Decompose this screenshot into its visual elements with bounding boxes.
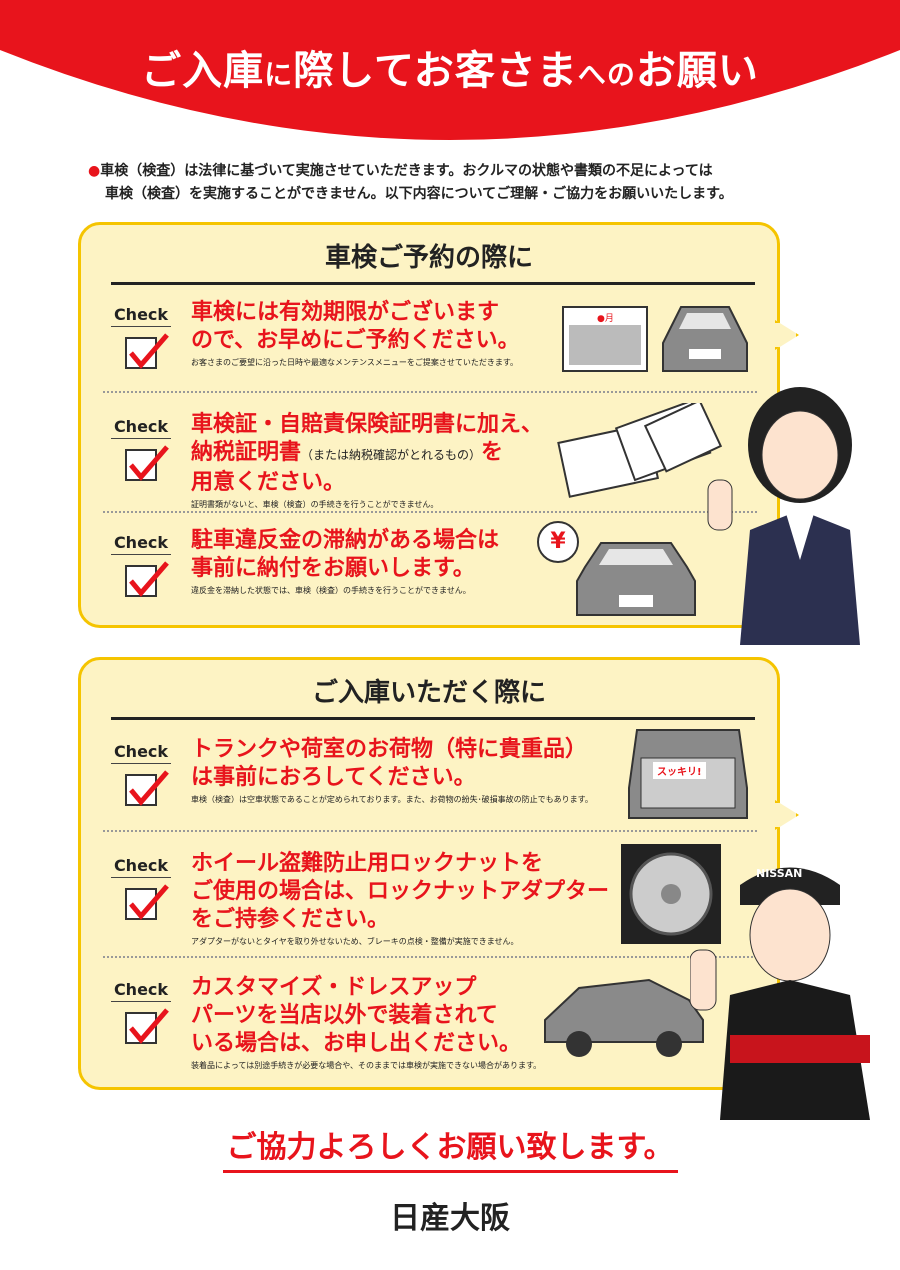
section-reservation: 車検ご予約の際に Check 車検には有効期限がございますので、お早めにご予約く… <box>78 222 799 628</box>
calendar-label: ●月 <box>597 313 614 324</box>
checkbox-checked-icon <box>125 884 169 920</box>
check-label: Check <box>111 417 171 439</box>
intro-line: 車検（検査）を実施することができません。以下内容についてご理解・ご協力をお願いい… <box>105 186 733 202</box>
title-part: へ <box>577 58 607 91</box>
mechanic-illustration: NISSAN <box>689 855 890 1124</box>
dotted-divider <box>103 511 757 513</box>
company-name: 日産大阪 <box>390 1201 510 1236</box>
car-front-icon <box>659 301 751 383</box>
thanks-text: ご協力よろしくお願い致します。 <box>222 1122 678 1173</box>
check-label: Check <box>111 742 171 764</box>
item-note: 車検（検査）は空車状態であることが定められております。また、お荷物の紛失･破損事… <box>191 795 593 804</box>
section-dropoff: ご入庫いただく際に Check トランクや荷室のお荷物（特に貴重品） は事前におろ… <box>78 657 799 1090</box>
speech-tail <box>775 800 799 830</box>
intro-line: 車検（検査）は法律に基づいて実施させていただきます。おクルマの状態や書類の不足に… <box>100 163 713 179</box>
speech-tail <box>775 320 799 350</box>
checkbox-checked-icon <box>125 561 169 597</box>
title-part: に <box>264 58 294 91</box>
car-trunk-icon: スッキリ! <box>623 728 753 824</box>
item-title: パーツを当店以外で装着されて <box>191 1003 498 1028</box>
thanks-message: ご協力よろしくお願い致します。 <box>0 1122 900 1173</box>
item-title: 駐車違反金の滞納がある場合は <box>191 528 500 553</box>
item-title: いる場合は、お申し出ください。 <box>191 1031 522 1056</box>
item-title: をご持参ください。 <box>191 907 390 932</box>
item-note: 違反金を滞納した状態では、車検（検査）の手続きを行うことができません。 <box>191 586 471 595</box>
cap-label: NISSAN <box>756 867 803 880</box>
check-label: Check <box>111 980 171 1002</box>
documents-icon <box>553 399 723 502</box>
dotted-divider <box>103 830 757 832</box>
trunk-label: スッキリ! <box>653 762 706 779</box>
check-label: Check <box>111 856 171 878</box>
checkbox-checked-icon <box>125 445 169 481</box>
page-title: ご入庫に際してお客さまへのお願い <box>0 38 900 96</box>
car-side-icon <box>539 970 709 1064</box>
staff-woman-illustration <box>700 380 870 649</box>
check-label: Check <box>111 305 171 327</box>
item-note: アダプターがないとタイヤを取り外せないため、ブレーキの点検・整備が実施できません… <box>191 937 519 946</box>
item-title: ので、お早めにご予約ください。 <box>191 328 520 353</box>
checkbox-checked-icon <box>125 333 169 369</box>
dotted-divider <box>103 391 757 393</box>
item-title: ご使用の場合は、ロックナットアダプター <box>191 879 610 904</box>
wheel-icon <box>621 844 721 948</box>
item-title: 納税証明書 <box>191 440 302 465</box>
item-title: を <box>481 440 504 465</box>
item-title: 事前に納付をお願いします。 <box>191 556 475 581</box>
checkbox-checked-icon <box>125 770 169 806</box>
title-part: ご入庫 <box>141 48 265 94</box>
item-title: トランクや荷室のお荷物（特に貴重品） <box>191 737 588 762</box>
item-note: 証明書類がないと、車検（検査）の手続きを行うことができません。 <box>191 500 439 509</box>
item-title: 用意ください。 <box>191 470 346 495</box>
dotted-divider <box>103 956 757 958</box>
yen-icon: ¥ <box>537 521 579 563</box>
item-title: ホイール盗難防止用ロックナットを <box>191 851 544 876</box>
title-part: お願い <box>635 48 759 94</box>
bullet-icon: ● <box>88 163 101 179</box>
section-heading: ご入庫いただく際に <box>311 678 546 708</box>
item-title-sub: （または納税確認がとれるもの） <box>301 448 482 462</box>
intro-text: ●車検（検査）は法律に基づいて実施させていただきます。おクルマの状態や書類の不足… <box>88 160 733 206</box>
calendar-icon: ●月 <box>561 297 651 379</box>
item-title: カスタマイズ・ドレスアップ <box>191 975 477 1000</box>
header-banner <box>0 0 900 140</box>
item-title: 車検証・自賠責保険証明書に加え、 <box>191 412 544 437</box>
checkbox-checked-icon <box>125 1008 169 1044</box>
divider <box>111 717 755 720</box>
item-title: は事前におろしてください。 <box>191 765 476 790</box>
divider <box>111 282 755 285</box>
section-heading: 車検ご予約の際に <box>324 243 533 273</box>
item-note: お客さまのご要望に沿った日時や最適なメンテンスメニューをご提案させていただきます… <box>191 358 519 367</box>
item-title: 車検には有効期限がございます <box>191 300 500 325</box>
title-part: 際してお客さま <box>293 48 578 94</box>
title-part: の <box>606 58 636 91</box>
car-front-icon <box>571 537 701 623</box>
item-note: 装着品によっては別途手続きが必要な場合や、そのままでは車検が実施できない場合があ… <box>191 1061 542 1070</box>
check-label: Check <box>111 533 171 555</box>
